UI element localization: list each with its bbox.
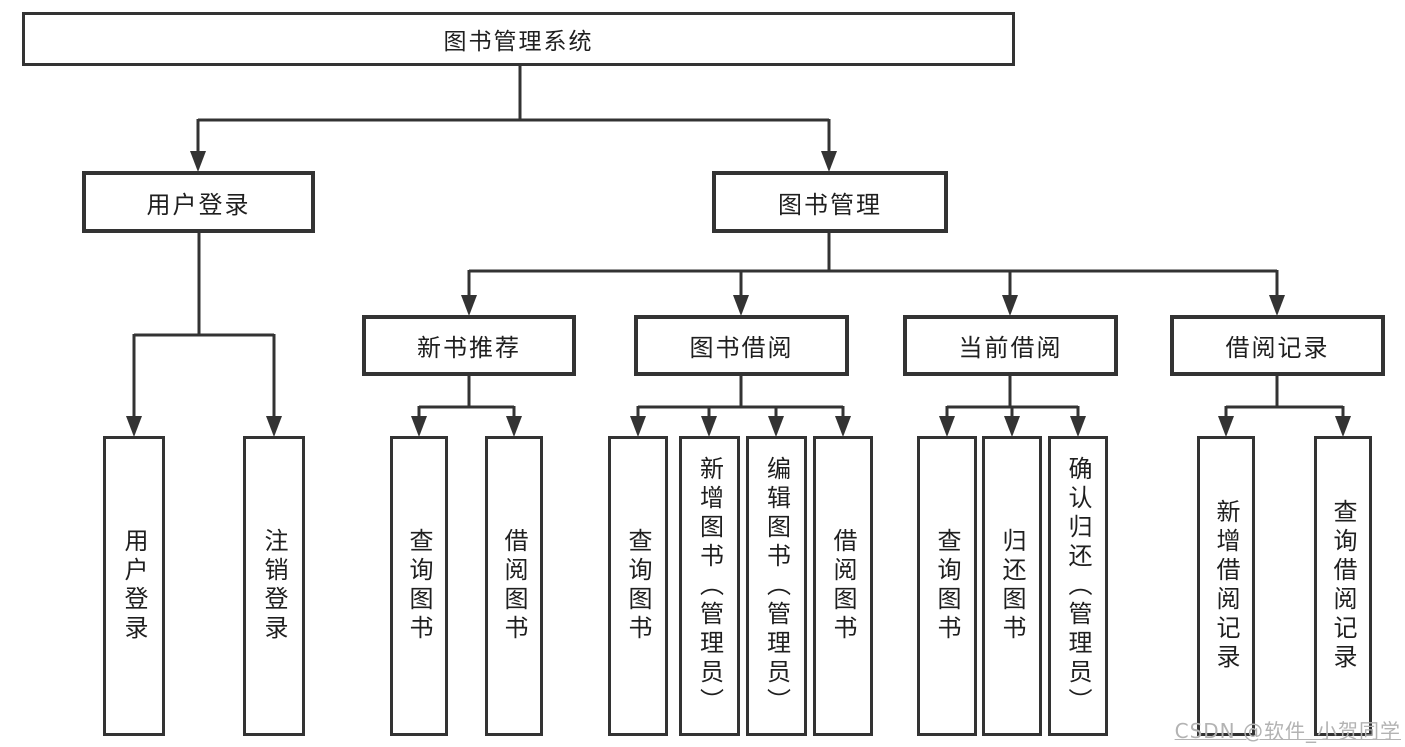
leaf-add-book-admin: 新增图书（管理员） bbox=[679, 436, 740, 736]
arrow-down-icon bbox=[1269, 295, 1285, 316]
csdn-watermark: CSDN @软件_小贺同学 bbox=[1174, 719, 1401, 743]
arrow-down-icon bbox=[1004, 416, 1020, 437]
node-label: 查询借阅记录 bbox=[1329, 499, 1357, 673]
connector-current-borrow bbox=[939, 374, 1086, 437]
node-label: 编辑图书（管理员） bbox=[762, 455, 791, 717]
arrow-down-icon bbox=[821, 151, 837, 172]
arrow-down-icon bbox=[190, 151, 206, 172]
arrow-down-icon bbox=[266, 416, 282, 437]
node-label: 查询图书 bbox=[624, 528, 652, 644]
connector-book-management bbox=[461, 231, 1285, 316]
connector-user-login bbox=[126, 231, 282, 437]
node-label: 查询图书 bbox=[933, 528, 961, 644]
arrow-down-icon bbox=[1218, 416, 1234, 437]
connector-root bbox=[190, 64, 837, 172]
node-borrow-records: 借阅记录 bbox=[1170, 315, 1385, 376]
node-label: 图书管理 bbox=[778, 190, 882, 219]
node-label: 当前借阅 bbox=[958, 334, 1063, 362]
arrow-down-icon bbox=[835, 416, 851, 437]
node-label: 图书管理系统 bbox=[443, 29, 594, 55]
arrow-down-icon bbox=[461, 295, 477, 316]
node-book-borrow: 图书借阅 bbox=[634, 315, 849, 376]
arrow-down-icon bbox=[506, 416, 522, 437]
arrow-down-icon bbox=[768, 416, 784, 437]
node-label: 新增借阅记录 bbox=[1212, 499, 1240, 673]
node-label: 查询图书 bbox=[405, 528, 433, 644]
node-label: 注销登录 bbox=[260, 528, 288, 644]
connector-book-borrow bbox=[630, 374, 851, 437]
node-label: 借阅记录 bbox=[1225, 334, 1330, 362]
arrow-down-icon bbox=[701, 416, 717, 437]
leaf-borrow-books-borrow: 借阅图书 bbox=[813, 436, 873, 736]
leaf-query-books-borrow: 查询图书 bbox=[608, 436, 668, 736]
node-label: 用户登录 bbox=[146, 190, 251, 219]
arrow-down-icon bbox=[1335, 416, 1351, 437]
leaf-borrow-books-recommend: 借阅图书 bbox=[485, 436, 543, 736]
node-label: 图书借阅 bbox=[689, 334, 794, 362]
node-book-management-system: 图书管理系统 bbox=[22, 12, 1015, 66]
arrow-down-icon bbox=[1002, 295, 1018, 316]
leaf-query-books-recommend: 查询图书 bbox=[390, 436, 448, 736]
leaf-add-borrow-record: 新增借阅记录 bbox=[1197, 436, 1255, 736]
leaf-user-login: 用户登录 bbox=[103, 436, 165, 736]
arrow-down-icon bbox=[411, 416, 427, 437]
leaf-confirm-return-admin: 确认归还（管理员） bbox=[1048, 436, 1108, 736]
node-label: 归还图书 bbox=[998, 528, 1026, 644]
leaf-logout: 注销登录 bbox=[243, 436, 305, 736]
connector-borrow-records bbox=[1218, 374, 1351, 437]
node-label: 确认归还（管理员） bbox=[1064, 455, 1092, 717]
arrow-down-icon bbox=[733, 295, 749, 316]
node-book-management: 图书管理 bbox=[712, 171, 948, 233]
node-label: 借阅图书 bbox=[829, 528, 857, 644]
node-label: 借阅图书 bbox=[500, 528, 528, 644]
node-user-login: 用户登录 bbox=[82, 171, 315, 233]
node-label: 新书推荐 bbox=[417, 334, 521, 362]
leaf-edit-book-admin: 编辑图书（管理员） bbox=[746, 436, 807, 736]
connector-new-book-recommend bbox=[411, 374, 522, 437]
node-new-book-recommend: 新书推荐 bbox=[362, 315, 576, 376]
node-label: 新增图书（管理员） bbox=[695, 455, 724, 717]
node-current-borrow: 当前借阅 bbox=[903, 315, 1118, 376]
arrow-down-icon bbox=[630, 416, 646, 437]
arrow-down-icon bbox=[939, 416, 955, 437]
arrow-down-icon bbox=[1070, 416, 1086, 437]
leaf-query-books-current: 查询图书 bbox=[917, 436, 977, 736]
node-label: 用户登录 bbox=[120, 528, 148, 644]
leaf-query-borrow-record: 查询借阅记录 bbox=[1314, 436, 1372, 736]
arrow-down-icon bbox=[126, 416, 142, 437]
leaf-return-books: 归还图书 bbox=[982, 436, 1042, 736]
